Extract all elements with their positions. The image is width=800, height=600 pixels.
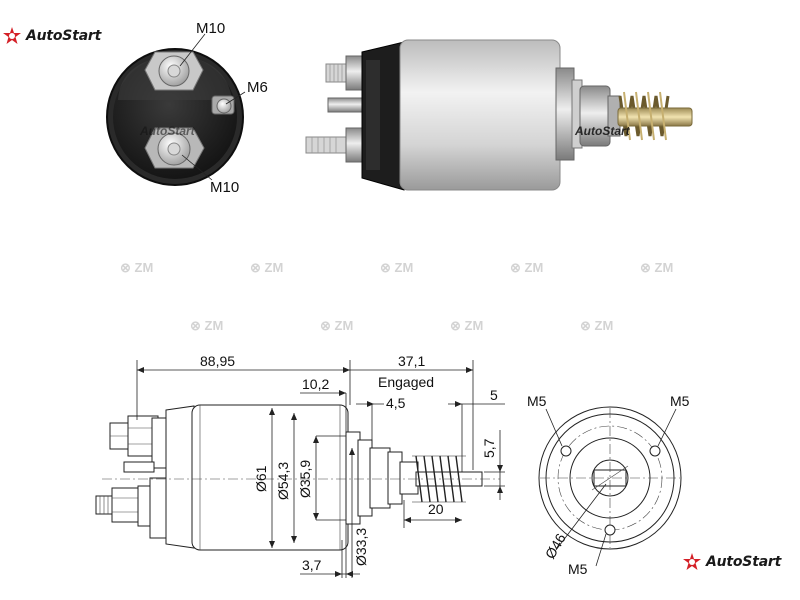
- solenoid-body-drawing: [191, 404, 349, 551]
- label-m5-top-left: M5: [527, 393, 563, 447]
- bottom-stud: [144, 127, 205, 169]
- hole-bottom: [604, 524, 616, 536]
- svg-text:Ø46: Ø46: [542, 530, 569, 561]
- svg-text:M5: M5: [670, 393, 690, 409]
- dim-collar-diameter: Ø33,3: [349, 448, 369, 578]
- callout-bottom-m10: M10: [210, 179, 239, 196]
- brand-name: AutoStart: [26, 28, 102, 44]
- svg-text:⊗ ZM: ⊗ ZM: [640, 260, 673, 275]
- svg-text:AutoStart: AutoStart: [139, 124, 196, 138]
- dim-front-gap: 3,7: [300, 524, 360, 578]
- svg-text:⊗ ZM: ⊗ ZM: [450, 318, 483, 333]
- drawing-side-view: 88,95 37,1 10,2 Engaged 4,5 5: [95, 353, 505, 578]
- brand-star-icon: [683, 553, 701, 570]
- svg-text:M5: M5: [527, 393, 547, 409]
- dim-tip-offset: 5: [448, 387, 505, 472]
- dim-spring-length: 20: [403, 500, 462, 528]
- dim-inner-diameter: Ø35,9: [297, 435, 346, 521]
- solenoid-body-photo: [399, 39, 561, 191]
- dim-cap-diameter: Ø54,3: [275, 413, 297, 543]
- svg-text:4,5: 4,5: [386, 395, 406, 411]
- dim-body-diameter: Ø61: [253, 408, 275, 548]
- svg-text:5,7: 5,7: [481, 438, 497, 458]
- label-m5-top-right: M5: [657, 393, 690, 447]
- dim-collar-offset: 4,5: [356, 395, 406, 440]
- svg-text:Ø54,3: Ø54,3: [275, 462, 291, 500]
- dim-cap-offset: 10,2: [300, 376, 347, 432]
- svg-text:⊗ ZM: ⊗ ZM: [580, 318, 613, 333]
- hole-top-left: [560, 445, 572, 457]
- hole-top-right: [649, 445, 661, 457]
- svg-text:Ø35,9: Ø35,9: [297, 460, 313, 498]
- dim-tip-height: 5,7: [481, 430, 505, 500]
- svg-text:5: 5: [490, 387, 498, 403]
- svg-text:10,2: 10,2: [302, 376, 329, 392]
- terminal-nuts: [95, 415, 169, 539]
- svg-text:Ø61: Ø61: [253, 465, 269, 492]
- callout-m6: M6: [247, 79, 268, 96]
- lower-stud-photo: [305, 127, 367, 163]
- brand-logo-top: AutoStart: [2, 26, 101, 46]
- brand-star-icon: [3, 27, 21, 44]
- photo-side-view: AutoStart: [305, 39, 693, 191]
- photo-end-view: AutoStart M10 M6 M10: [106, 20, 268, 196]
- svg-text:⊗ ZM: ⊗ ZM: [320, 318, 353, 333]
- svg-text:⊗ ZM: ⊗ ZM: [510, 260, 543, 275]
- svg-text:M5: M5: [568, 561, 588, 577]
- drawing-end-view: M5 M5 M5 Ø46: [527, 393, 690, 577]
- svg-text:⊗ ZM: ⊗ ZM: [120, 260, 153, 275]
- brand-logo-bottom: AutoStart: [682, 552, 781, 572]
- small-terminal: [211, 95, 235, 115]
- callout-top-m10: M10: [196, 20, 225, 37]
- dim-plunger-travel: 37,1: [350, 353, 474, 470]
- dim-overall-length: 88,95: [136, 353, 351, 420]
- svg-text:⊗ ZM: ⊗ ZM: [250, 260, 283, 275]
- brand-name: AutoStart: [706, 554, 782, 570]
- upper-stud-photo: [325, 55, 367, 91]
- svg-text:Ø33,3: Ø33,3: [353, 528, 369, 566]
- label-m5-bottom: M5: [568, 533, 607, 577]
- svg-text:37,1: 37,1: [398, 353, 425, 369]
- svg-text:3,7: 3,7: [302, 557, 322, 573]
- svg-text:88,95: 88,95: [200, 353, 235, 369]
- svg-text:⊗ ZM: ⊗ ZM: [380, 260, 413, 275]
- svg-text:20: 20: [428, 501, 444, 517]
- svg-text:AutoStart: AutoStart: [574, 124, 631, 138]
- svg-text:⊗ ZM: ⊗ ZM: [190, 318, 223, 333]
- engaged-label: Engaged: [378, 374, 434, 390]
- top-stud: [144, 51, 204, 91]
